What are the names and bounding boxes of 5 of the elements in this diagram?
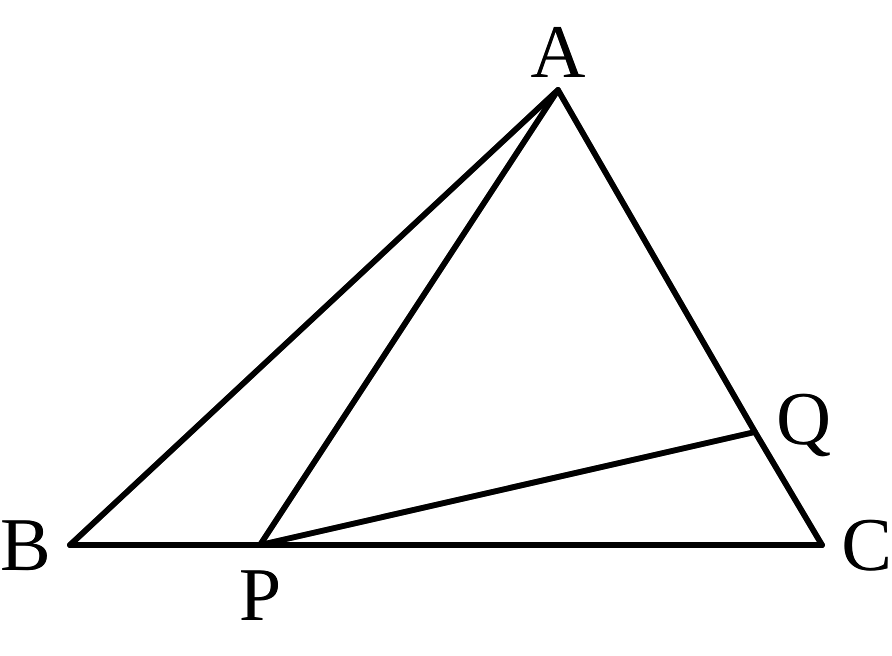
vertex-label: A [523, 14, 593, 90]
vertex-label: C [822, 506, 892, 584]
vertex-label: Q [755, 376, 831, 462]
vertex-label: P [224, 545, 296, 633]
vertex-label: B [0, 506, 70, 584]
